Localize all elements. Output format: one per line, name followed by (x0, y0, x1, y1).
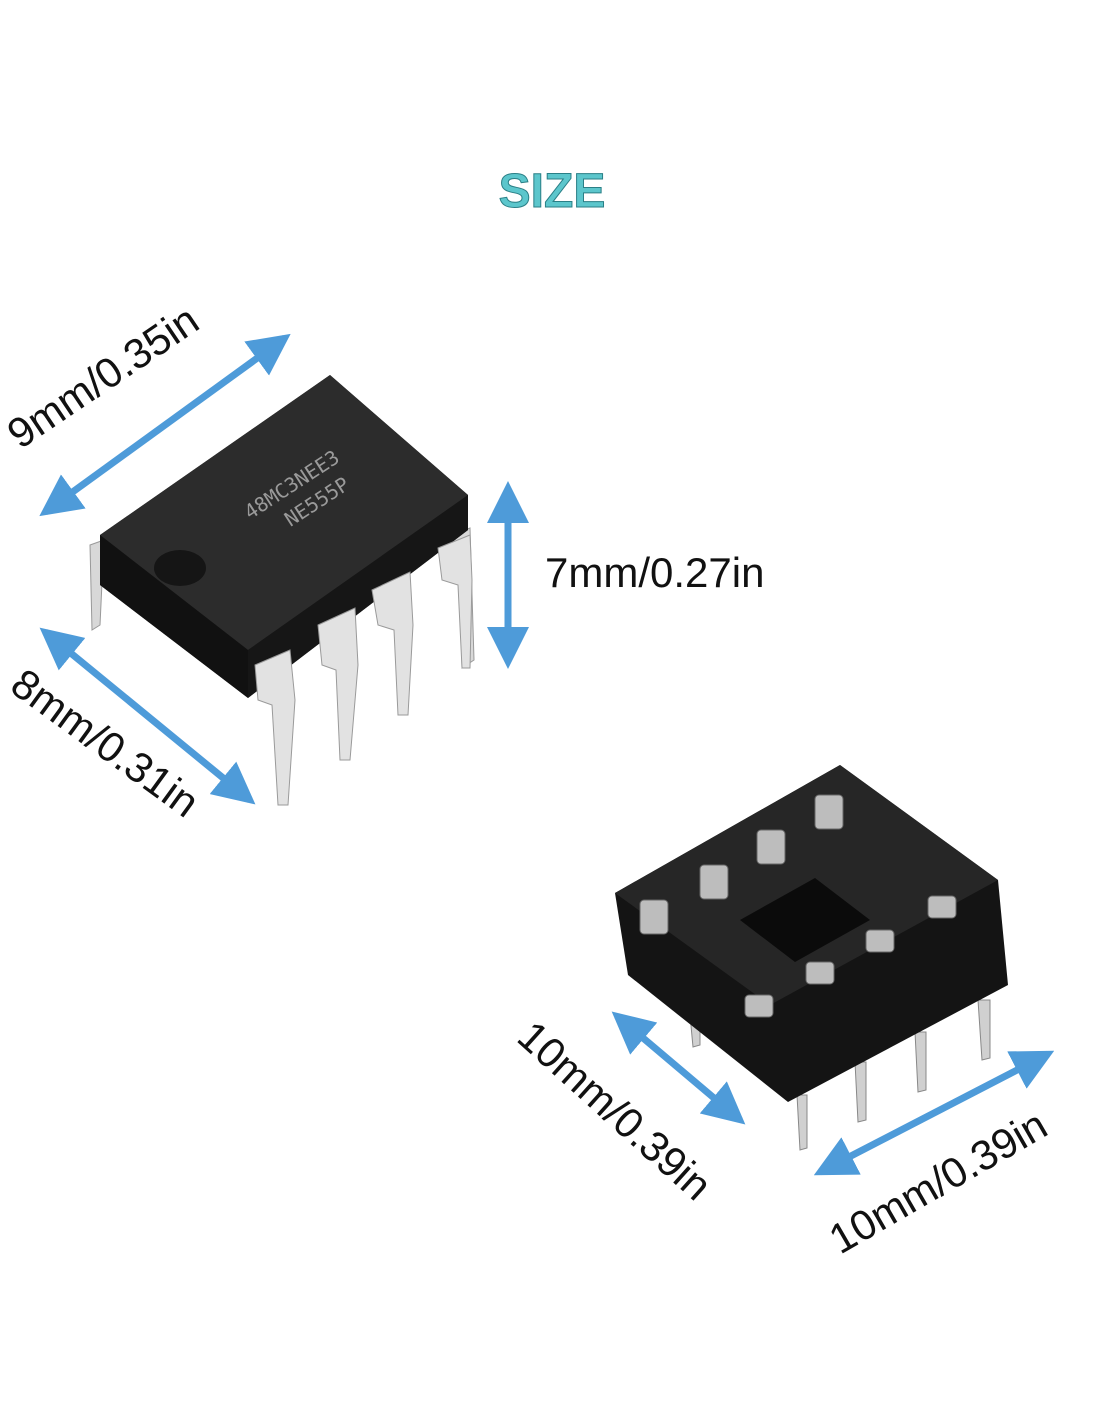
label-chip-length: 9mm/0.35in (0, 296, 207, 458)
label-socket-length: 10mm/0.39in (821, 1101, 1055, 1263)
arrow-socket-length (813, 1050, 1055, 1176)
dip8-socket (615, 765, 1008, 1151)
chip-front-pins (254, 534, 473, 806)
dimension-arrows (39, 333, 1055, 1176)
arrow-chip-length (39, 333, 291, 517)
arrow-chip-width (39, 627, 256, 805)
title: SIZE (499, 165, 606, 218)
socket-contacts (639, 794, 957, 1018)
label-socket-width: 10mm/0.39in (509, 1012, 721, 1209)
socket-center-window (740, 878, 870, 962)
arrow-socket-width (611, 1011, 746, 1125)
label-chip-height: 7mm/0.27in (545, 549, 764, 596)
chip-notch (154, 550, 206, 586)
